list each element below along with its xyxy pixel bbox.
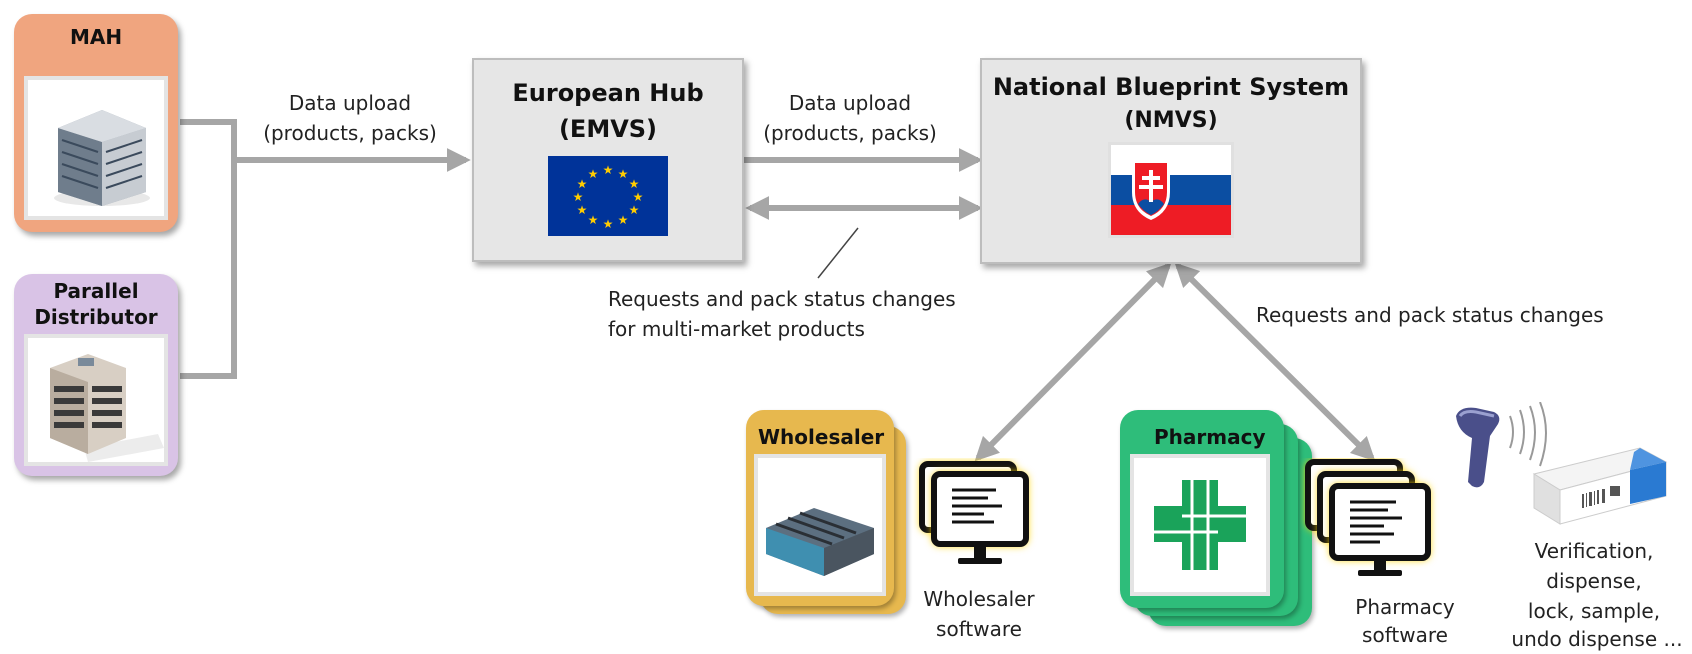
- parallel-distributor-image-frame: [24, 334, 168, 466]
- parallel-distributor-title-line2: Distributor: [34, 305, 158, 329]
- eu-flag-icon: ★★★ ★★★ ★★★ ★★★: [548, 156, 668, 236]
- european-hub-title: European Hub: [512, 79, 704, 107]
- arrow-nmvs-wholesaler: [974, 262, 1172, 462]
- wholesaler-card: Wholesaler: [746, 410, 894, 606]
- wholesaler-title: Wholesaler: [758, 425, 885, 449]
- apartment-building-icon: [50, 354, 164, 462]
- multimarket-label-line1: Requests and pack status changes: [608, 287, 956, 311]
- upload-left-label-line2: (products, packs): [263, 121, 437, 145]
- upload-right-label-line1: Data upload: [788, 91, 912, 115]
- parallel-distributor-title-line1: Parallel: [53, 279, 139, 303]
- actions-line3: lock, sample,: [1527, 599, 1661, 623]
- svg-text:★: ★: [618, 167, 629, 181]
- upload-left-label-line1: Data upload: [288, 91, 412, 115]
- wholesaler-image-frame: [754, 454, 886, 596]
- pharmacy-software-label-line2: software: [1362, 623, 1448, 647]
- wholesaler-software-label-line1: Wholesaler: [923, 587, 1035, 611]
- svg-text:★: ★: [577, 203, 588, 217]
- svg-text:★: ★: [573, 190, 584, 204]
- actions-line2: dispense,: [1546, 569, 1642, 593]
- mah-title: MAH: [69, 25, 123, 49]
- wholesaler-software-icon: [919, 461, 1029, 564]
- pharmacy-card: Pharmacy: [1120, 410, 1284, 608]
- svg-text:★: ★: [618, 213, 629, 227]
- svg-text:★: ★: [588, 167, 599, 181]
- mah-card: MAH: [14, 14, 178, 232]
- source-bracket: [180, 119, 237, 379]
- svg-text:★: ★: [629, 177, 640, 191]
- medicine-pack-icon: [1532, 447, 1668, 525]
- svg-text:★: ★: [588, 213, 599, 227]
- svg-text:★: ★: [633, 190, 644, 204]
- pharmacy-cross-icon: [1154, 480, 1246, 570]
- slovakia-flag-icon: [1108, 142, 1234, 238]
- pharmacy-image-frame: [1130, 454, 1270, 596]
- callout-line: [817, 227, 859, 279]
- actions-line1: Verification,: [1534, 539, 1654, 563]
- pharmacy-software-label-line1: Pharmacy: [1355, 595, 1455, 619]
- svg-text:★: ★: [629, 203, 640, 217]
- nmvs-title: National Blueprint System: [992, 73, 1350, 101]
- actions-line4: undo dispense ...: [1511, 627, 1683, 651]
- barcode-scanner-icon: [1456, 402, 1547, 488]
- svg-text:★: ★: [577, 177, 588, 191]
- arrow-nmvs-pharmacy: [1174, 262, 1376, 462]
- national-requests-label: Requests and pack status changes: [1256, 303, 1604, 327]
- nmvs-subtitle: (NMVS): [1124, 108, 1218, 133]
- mah-image-frame: [24, 76, 168, 220]
- upload-right-label-line2: (products, packs): [763, 121, 937, 145]
- nmvs-box: National Blueprint System (NMVS): [980, 58, 1362, 264]
- pharmacy-title: Pharmacy: [1154, 425, 1266, 449]
- parallel-distributor-card: Parallel Distributor: [14, 274, 178, 476]
- svg-text:★: ★: [603, 217, 614, 231]
- wholesaler-software-label-line2: software: [936, 617, 1022, 641]
- multimarket-label-line2: for multi-market products: [608, 317, 865, 341]
- warehouse-icon: [766, 508, 874, 576]
- office-building-icon: [54, 110, 150, 206]
- european-hub-box: European Hub (EMVS) ★★★ ★★★ ★★★ ★★★: [472, 58, 744, 262]
- european-hub-subtitle: (EMVS): [558, 115, 658, 143]
- pharmacy-software-icon: [1305, 459, 1431, 576]
- svg-text:★: ★: [603, 163, 614, 177]
